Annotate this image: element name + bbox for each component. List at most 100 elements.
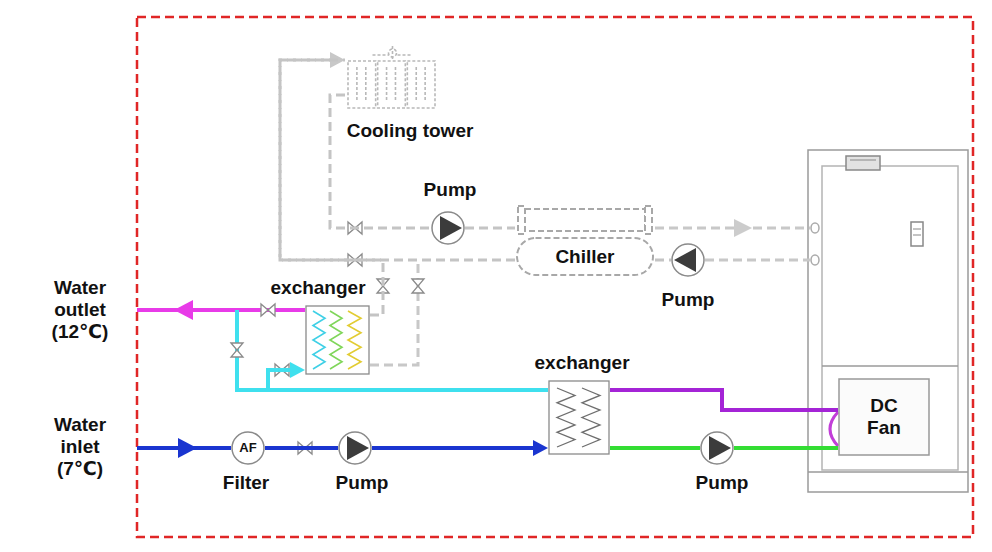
pipe-line (610, 390, 838, 410)
cooling-tower-art (348, 46, 435, 108)
pump-symbol-art (674, 248, 696, 272)
cooling-tower-art (378, 61, 406, 108)
heat-exchanger-art (330, 311, 342, 369)
pipe-connector (734, 448, 838, 449)
arrow-head (533, 440, 548, 456)
pump-symbol: Pump (431, 211, 465, 245)
cooling-tower-art (407, 61, 435, 108)
heat-exchanger: exchanger (305, 305, 370, 375)
pipe-line (280, 60, 383, 315)
heat-exchanger-art (549, 381, 609, 454)
cabinet (808, 471, 968, 473)
pipe-line (372, 446, 533, 450)
filter-symbol-art (232, 432, 264, 464)
cooling-tower-art (386, 67, 388, 102)
equipment-label: Pump (696, 472, 749, 494)
equipment-label: Pump (424, 179, 477, 201)
cabinet (911, 222, 923, 246)
pipe-line (465, 227, 515, 230)
equipment-label: exchanger (535, 352, 630, 374)
pump-symbol-art (339, 432, 371, 464)
pump-symbol-art (432, 212, 464, 244)
cabinet (822, 365, 958, 367)
chiller-unit-art (525, 209, 645, 231)
pipe-connector (372, 440, 548, 456)
valve-symbol (231, 343, 243, 357)
equipment-label: Pump (662, 289, 715, 311)
cooling-tower-art (415, 67, 417, 102)
chiller-unit: Chiller (515, 205, 655, 277)
cabinet (913, 229, 921, 230)
equipment-label: exchanger (271, 277, 366, 299)
cabinet (811, 223, 819, 233)
condenser-pipe (705, 259, 810, 262)
pipe-connector (265, 448, 338, 449)
pipe-connector (280, 60, 383, 315)
cabinet (822, 166, 958, 470)
valve-symbol (231, 222, 424, 454)
heat-exchanger-art (557, 388, 575, 447)
flow-arrow (174, 300, 193, 320)
pipe-line (610, 446, 700, 450)
pipe-line (265, 446, 338, 450)
filter-symbol: AFFilter (231, 431, 265, 465)
dc-fan-box-art (839, 379, 929, 455)
pump-symbol: Pump (700, 431, 734, 465)
heat-exchanger-art (305, 305, 370, 375)
dc-fan-box: DC Fan (838, 378, 930, 456)
cabinet (846, 156, 880, 170)
cabinet (811, 255, 819, 265)
chiller-unit-art (518, 206, 525, 234)
chiller-unit-art (517, 206, 653, 275)
heat-exchanger-art (313, 311, 325, 369)
cooling-tower-art (395, 67, 397, 102)
cabinet (913, 235, 921, 236)
valve-symbol (261, 304, 275, 316)
outlet-pipe (137, 310, 838, 448)
pipe-connector (610, 448, 700, 449)
boundary-frame (137, 17, 973, 537)
cooling-tower-art (365, 67, 367, 102)
flow-arrow (734, 219, 752, 237)
outlet-pipe (830, 412, 838, 446)
valve-symbol (412, 279, 424, 293)
pump-symbol-art (701, 432, 733, 464)
heat-exchanger: exchanger (548, 380, 610, 455)
pipe-line (734, 446, 838, 450)
cooling-tower: Cooling tower (345, 45, 440, 112)
equipment-label: Pump (336, 472, 389, 494)
equipment-label: Filter (223, 472, 269, 494)
outlet-pipe (137, 308, 305, 312)
cooling-tower-art (424, 67, 426, 102)
equipment-label: Cooling tower (347, 120, 474, 142)
pump-symbol-art (671, 243, 705, 277)
pipe-line (330, 95, 431, 228)
heat-exchanger-art (306, 306, 369, 374)
condenser-pipe (370, 228, 810, 365)
equipment-label: Chiller (555, 246, 614, 268)
pipe-connector (465, 228, 515, 229)
cabinet (808, 150, 968, 492)
outlet-pipe (237, 310, 268, 390)
pipe-line (655, 259, 671, 262)
flow-arrow (178, 438, 197, 458)
pump-symbol-art (440, 216, 462, 240)
condenser-pipe (370, 260, 418, 365)
equipment-label: AF (239, 440, 256, 456)
pump-symbol-art (338, 431, 372, 465)
pump-symbol-art (347, 436, 369, 460)
pipe-connector (280, 52, 515, 260)
pump-symbol: Pump (671, 243, 705, 277)
cabinet (808, 150, 968, 492)
pump-symbol-art (431, 211, 465, 245)
cooling-tower-art (392, 46, 394, 60)
pipe-connector (330, 95, 431, 228)
chiller-unit-art (645, 206, 652, 234)
heat-exchanger-art (548, 380, 610, 455)
port-label: Water inlet (7℃) (47, 414, 113, 480)
